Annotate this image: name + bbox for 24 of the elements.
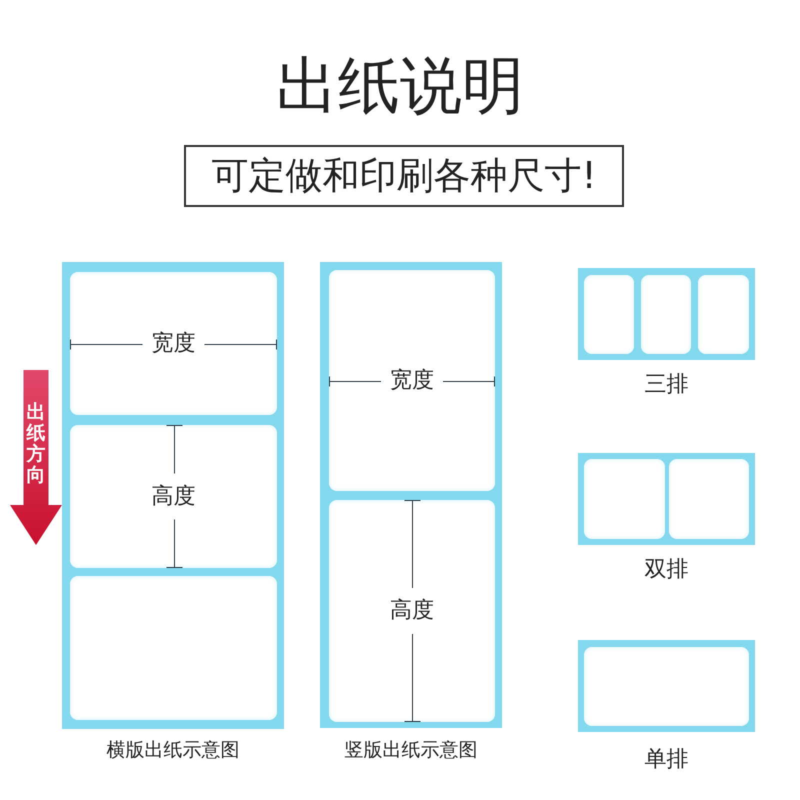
subtitle: 可定做和印刷各种尺寸!: [212, 154, 596, 198]
strip-label: 双排: [644, 556, 688, 584]
label-sticker: [70, 272, 277, 415]
label-sticker: [669, 459, 749, 539]
label-sticker: [584, 275, 634, 354]
label-sticker: [70, 576, 277, 720]
dimension-label: 宽度: [390, 366, 434, 394]
dimension-label: 宽度: [152, 330, 196, 358]
dimension-label: 高度: [152, 482, 196, 510]
framed-banner: [184, 145, 624, 207]
label-sticker: [329, 270, 495, 491]
dimension-label: 高度: [390, 597, 434, 625]
strip-label: 横版出纸示意图: [106, 738, 240, 763]
strip-label: 单排: [644, 746, 688, 774]
strip-label: 三排: [644, 370, 688, 399]
label-sticker: [329, 500, 495, 722]
label-sticker: [698, 275, 749, 354]
label-sticker: [584, 459, 665, 539]
title: 出纸说明: [276, 48, 524, 124]
strip-label: 竖版出纸示意图: [344, 738, 478, 763]
label-sticker: [641, 275, 691, 354]
label-sticker: [70, 425, 277, 568]
label-sticker: [584, 647, 749, 726]
arrow-label: 出纸方向: [26, 402, 46, 486]
